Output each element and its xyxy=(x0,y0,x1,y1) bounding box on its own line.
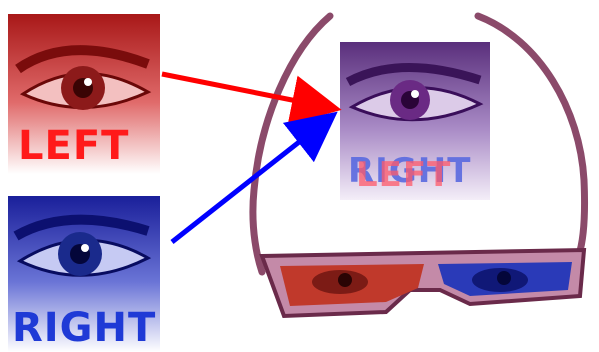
blue-arrow xyxy=(172,124,322,242)
glasses-right-temple xyxy=(478,16,585,262)
glasses-left-temple xyxy=(253,16,330,272)
3d-glasses-icon xyxy=(262,250,584,316)
red-arrow xyxy=(162,74,322,106)
